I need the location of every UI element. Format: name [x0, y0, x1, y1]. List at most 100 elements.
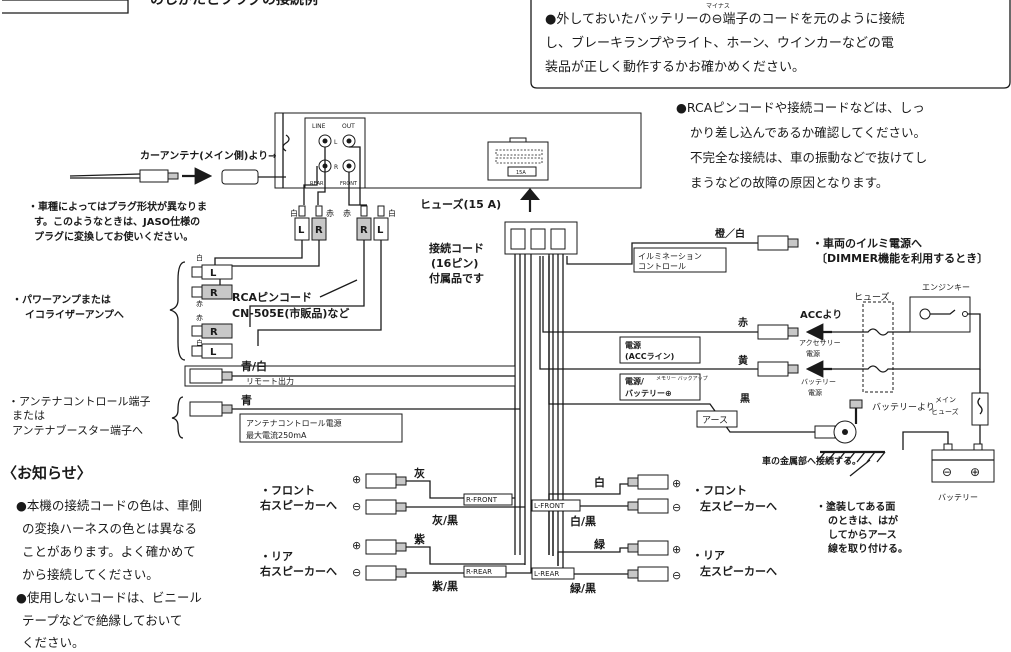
remote-section: 青/白 リモート出力	[184, 359, 516, 387]
acc-source-1: アクセサリー	[799, 339, 841, 347]
acc-source-2: 電源	[806, 349, 820, 358]
rca-cable-line-2: CN-505E(市販品)など	[232, 306, 349, 320]
svg-text:灰/黒: 灰/黒	[432, 513, 458, 527]
remote-label: リモート出力	[246, 376, 294, 386]
notice-line-2: の変換ハーネスの色とは異なる	[22, 521, 197, 536]
svg-text:右スピーカーへ: 右スピーカーへ	[259, 498, 337, 512]
rca-red-1: 赤	[326, 209, 334, 218]
head-unit: LINE OUT L R REAR FRONT 15A	[274, 112, 642, 189]
acc-from: ACCより	[800, 309, 842, 321]
batt-source-1: バッテリー	[801, 378, 836, 386]
ground-label: アース	[702, 416, 728, 426]
svg-text:⊕: ⊕	[672, 477, 681, 490]
amp-red-2: 赤	[196, 314, 203, 322]
svg-text:左スピーカーへ: 左スピーカーへ	[699, 499, 777, 513]
ground-note-3: してからアース	[828, 529, 897, 541]
antenna-ctrl-line-1: アンテナコントロール電源	[246, 419, 342, 428]
top-note-line-2: し、ブレーキランプやライト、ホーン、ウインカーなどの電	[545, 35, 894, 51]
antenna-ctrl-2: または	[12, 409, 45, 422]
fuse-box-fuse: ヒューズ	[854, 291, 890, 303]
svg-text:白/黒: 白/黒	[570, 514, 596, 528]
top-note-line-1: ●外しておいたバッテリーの⊖端子のコードを元のように接続	[545, 11, 904, 27]
engine-key-label: エンジンキー	[922, 283, 970, 292]
svg-text:⊖: ⊖	[352, 566, 361, 579]
unit-r-label: R	[334, 164, 338, 171]
ground-target: 車の金属部へ接続する。	[762, 455, 861, 467]
antenna-ctrl-section: ・アンテナコントロール端子 または アンテナブースター端子へ 青 アンテナコント…	[8, 393, 520, 443]
svg-text:⊕: ⊕	[352, 539, 361, 552]
rca-note: ●RCAピンコードや接続コードなどは、しっ かり差し込んであるか確認してください…	[676, 100, 927, 190]
fuse-box: ヒューズ エンジンキー バッテリーより メイン ヒューズ	[832, 283, 989, 447]
amp-plug-r-2: R	[210, 327, 218, 338]
connector-label-1: 接続コード	[429, 241, 484, 255]
svg-text:・フロント: ・フロント	[260, 484, 315, 497]
amp-plugs: 白 L 赤 R 赤 R 白 L	[169, 253, 233, 361]
batt-source-2: 電源	[808, 388, 822, 397]
illum-target-1: ・車両のイルミ電源へ	[812, 236, 922, 250]
illum-line-1: イルミネーション	[638, 252, 702, 261]
rca-plug-r-1: R	[311, 205, 327, 241]
top-note-line-3: 装品が正しく動作するかお確かめください。	[545, 59, 805, 75]
battery-plus: ⊕	[970, 465, 980, 479]
amp-red-1: 赤	[196, 300, 203, 308]
connector-label-3: 付属品です	[429, 271, 484, 285]
unit-l-label: L	[334, 139, 338, 146]
illum-wire-color: 橙／白	[715, 227, 745, 240]
svg-text:L: L	[377, 225, 384, 236]
notice: 〈お知らせ〉 ●本機の接続コードの色は、車側 の変換ハーネスの色とは異なる こと…	[2, 464, 202, 650]
rca-plug-l-1: L	[294, 205, 310, 241]
svg-text:⊖: ⊖	[352, 500, 361, 513]
speaker-front-left: 白 白/黒 L-FRONT ⊕ ⊖ ・フロント 左スピーカーへ	[531, 474, 777, 556]
unit-line-label: LINE	[312, 123, 326, 130]
remote-wire-color: 青/白	[241, 359, 267, 373]
wire-connector	[504, 221, 578, 566]
notice-line-4: から接続してください。	[22, 567, 159, 582]
plug-note-line-3: プラグに変換してお使いください。	[34, 230, 193, 243]
unit-fuse-rating: 15A	[516, 170, 526, 176]
speaker-front-right: ・フロント 右スピーカーへ ⊕ ⊖ 灰 灰/黒 R-FRONT	[259, 466, 525, 527]
rca-note-line-3: 不完全な接続は、車の振動などで抜けてし	[690, 150, 927, 165]
unit-out-label: OUT	[342, 123, 355, 130]
plug-note-line-1: ・車種によってはプラグ形状が異なりま	[28, 200, 207, 213]
svg-text:灰: 灰	[414, 466, 425, 480]
svg-text:L-FRONT: L-FRONT	[534, 502, 565, 510]
svg-text:⊖: ⊖	[672, 501, 681, 514]
minus-ruby: マイナス	[706, 3, 730, 10]
notice-line-7: ください。	[22, 635, 85, 650]
svg-text:左スピーカーへ: 左スピーカーへ	[699, 564, 777, 578]
amp-plug-l-2: L	[210, 347, 217, 358]
svg-text:・フロント: ・フロント	[692, 484, 747, 497]
main-fuse-2: ヒューズ	[931, 407, 959, 416]
socket-pins	[495, 149, 543, 164]
rca-plug-r-2: R	[356, 205, 372, 241]
antenna-ctrl-1: ・アンテナコントロール端子	[8, 395, 151, 408]
svg-text:R-REAR: R-REAR	[466, 568, 492, 576]
ground-wire-color: 黒	[740, 393, 750, 405]
rca-note-line-4: まうなどの故障の原因となります。	[690, 175, 888, 190]
svg-text:紫: 紫	[414, 532, 425, 546]
header-fragment: のしかたとフラグの接続例	[2, 0, 318, 14]
svg-text:R: R	[360, 225, 368, 236]
battery-label: バッテリー	[938, 493, 978, 502]
antenna-section: カーアンテナ(メイン側)より→	[69, 149, 286, 185]
acc-line-2: (ACCライン)	[625, 352, 674, 361]
antenna-label: カーアンテナ(メイン側)より→	[140, 149, 277, 162]
battery-minus: ⊖	[942, 465, 952, 479]
amp-white-1: 白	[196, 253, 203, 262]
rca-note-line-1: ●RCAピンコードや接続コードなどは、しっ	[676, 100, 925, 115]
notice-line-6: テープなどで絶縁しておいて	[22, 613, 182, 628]
svg-text:⊕: ⊕	[352, 473, 361, 486]
main-fuse-1: メイン	[935, 396, 956, 404]
notice-line-1: ●本機の接続コードの色は、車側	[16, 498, 202, 513]
svg-text:白: 白	[594, 475, 605, 489]
batt-wire-color: 黄	[738, 354, 748, 367]
acc-line-1: 電源	[625, 340, 641, 350]
illum-line-2: コントロール	[638, 262, 686, 271]
acc-wire-color: 赤	[738, 316, 748, 329]
rca-red-2: 赤	[343, 209, 351, 218]
svg-text:・リア: ・リア	[260, 550, 293, 563]
svg-text:⊕: ⊕	[672, 543, 681, 556]
batt-line-2: バッテリー⊕	[625, 389, 672, 398]
rca-plugs: 白 赤 赤 白 L R R L	[214, 146, 396, 346]
